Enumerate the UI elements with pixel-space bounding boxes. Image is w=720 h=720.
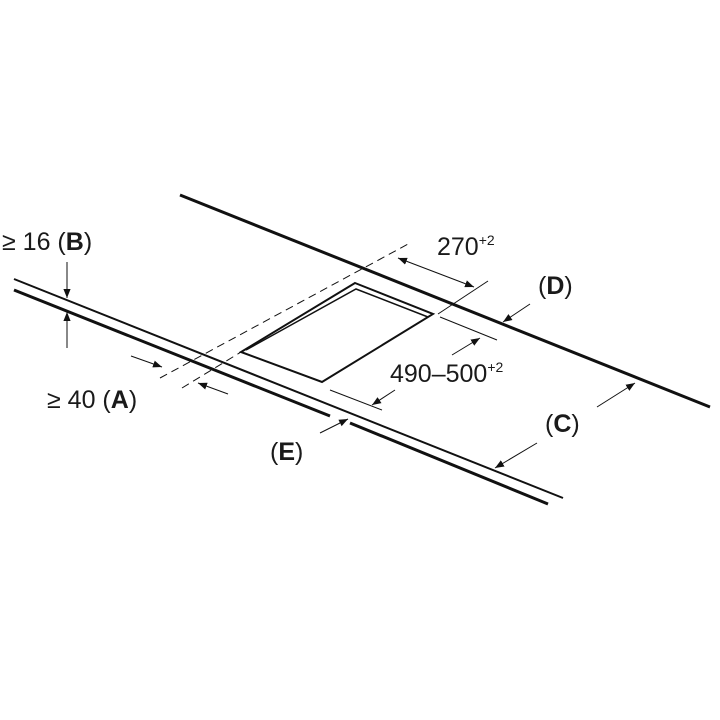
cutout-lip	[245, 288, 429, 351]
wall-edge-line	[179, 193, 711, 409]
arrow-c-bottom	[494, 442, 538, 469]
arrow-d	[502, 303, 531, 323]
extension-line	[329, 389, 383, 411]
arrow-e	[319, 418, 349, 434]
label-b: ≥ 16 (B)	[2, 228, 93, 256]
cutout-outline	[238, 281, 436, 384]
label-width-270: 270+2	[437, 232, 495, 261]
arrow-a-right	[197, 382, 229, 395]
label-c: (C)	[545, 410, 580, 438]
worktop-front-bottom-line	[13, 288, 331, 418]
label-d: (D)	[538, 272, 573, 300]
label-a: ≥ 40 (A)	[47, 386, 138, 414]
extension-line	[437, 280, 489, 315]
dashed-line	[159, 242, 411, 379]
label-e: (E)	[270, 438, 304, 466]
arrow-depth-top	[451, 337, 481, 356]
arrow-c-top	[596, 382, 636, 408]
worktop-front-bottom-line	[349, 421, 549, 506]
label-depth: 490–500+2	[390, 359, 504, 388]
dashed-line	[181, 351, 242, 389]
worktop-front-top-line	[13, 278, 564, 499]
extension-line	[439, 316, 498, 341]
dimension-arrow-270	[397, 257, 475, 288]
arrow-a-left	[130, 355, 163, 368]
arrow-depth-bottom	[371, 389, 396, 406]
